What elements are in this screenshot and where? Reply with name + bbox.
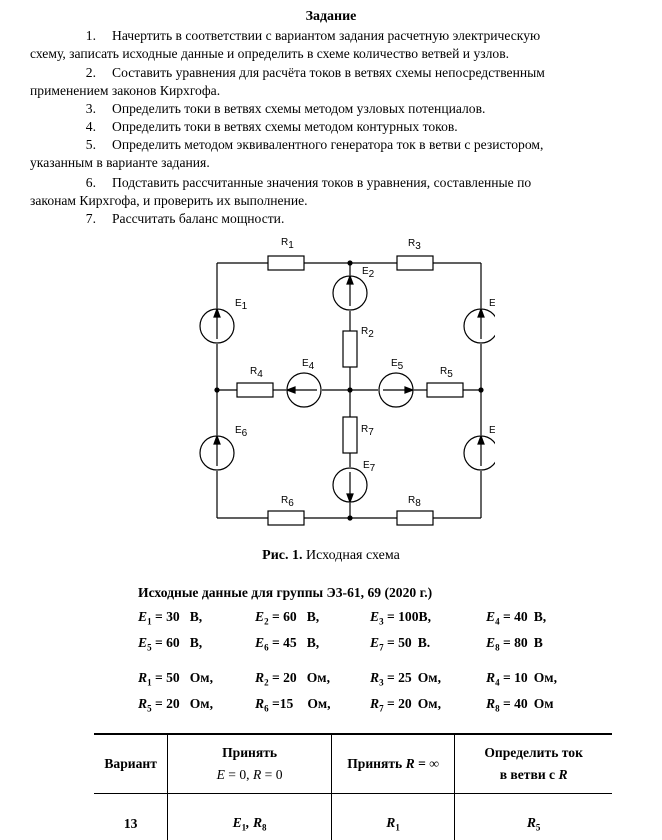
- task-text-cont: схему, записать исходные данные и опреде…: [30, 46, 510, 62]
- label-r6: R6: [281, 495, 294, 509]
- header-variant: Вариант: [94, 733, 169, 794]
- task-number: 2.: [85, 65, 96, 80]
- arrow-head-icon: [346, 493, 354, 504]
- junction-dot: [214, 387, 220, 393]
- label-r1: R1: [281, 237, 294, 251]
- label-e3: E3: [489, 298, 495, 312]
- header-determine-current: Определить ток в ветви с R: [454, 733, 612, 794]
- arrow-head-icon: [346, 274, 354, 285]
- resistor-r6: [267, 510, 305, 526]
- junction-dot: [347, 515, 353, 521]
- task-text: Определить токи в ветвях схемы методом к…: [112, 119, 458, 134]
- resistor-r4: [236, 382, 274, 398]
- task-item-7: 7. Рассчитать баланс мощности.: [30, 210, 630, 228]
- task-text-cont: указанным в варианте задания.: [30, 155, 210, 171]
- task-number: 3.: [85, 101, 96, 116]
- resistor-r7: [342, 416, 358, 454]
- resistor-r5: [426, 382, 464, 398]
- table-header-row: Вариант Принять E = 0, R = 0 Принять R =…: [94, 733, 612, 794]
- task-number: 6.: [85, 175, 96, 190]
- label-e5: E5: [391, 358, 404, 372]
- figure-caption: Рис. 1. Исходная схема: [262, 548, 400, 563]
- task-text: Начертить в соответствии с вариантом зад…: [112, 28, 541, 43]
- task-number: 5.: [85, 137, 96, 152]
- task-text-cont: законам Кирхгофа, и проверить их выполне…: [30, 193, 308, 209]
- task-number: 4.: [85, 119, 96, 134]
- junction-dot: [347, 387, 353, 393]
- task-item-4: 4. Определить токи в ветвях схемы методом…: [30, 118, 630, 136]
- arrow-head-icon: [213, 434, 221, 445]
- data-section-title: Исходные данные для группы Э3-61, 69 (20…: [138, 585, 433, 600]
- junction-dot: [347, 260, 353, 266]
- task-item-3: 3. Определить токи в ветвях схемы методом…: [30, 100, 630, 118]
- label-e2: E2: [362, 266, 375, 280]
- circuit-diagram: R1 R3 E2 E1 E3 R2 R4 E4 E5 R5 E6 E8 R7 E…: [199, 237, 495, 526]
- resistor-r8: [396, 510, 434, 526]
- task-item-1: 1. Начертить в соответствии с вариантом з…: [30, 27, 630, 63]
- cell-accept-infinity: R1: [330, 808, 456, 840]
- label-e4: E4: [302, 358, 315, 372]
- emf-e3: E3 = 100В,: [370, 609, 431, 627]
- label-r4: R4: [250, 366, 263, 380]
- label-e8: E8: [489, 425, 495, 439]
- header-accept-zero: Принять E = 0, R = 0: [167, 733, 332, 794]
- cell-variant: 13: [94, 808, 169, 840]
- task-item-6: 6. Подставить рассчитанные значения токов…: [30, 174, 630, 210]
- header-accept-infinity: Принять R = ∞: [330, 733, 456, 794]
- task-number: 1.: [85, 28, 96, 43]
- cell-determine: R5: [454, 808, 612, 840]
- variant-table: Вариант Принять E = 0, R = 0 Принять R =…: [94, 733, 612, 840]
- arrow-head-icon: [213, 307, 221, 318]
- arrow-head-icon: [477, 307, 485, 318]
- task-number: 7.: [85, 211, 96, 226]
- label-r2: R2: [361, 326, 374, 340]
- task-item-5: 5. Определить методом эквивалентного гене…: [30, 136, 630, 172]
- label-e6: E6: [235, 425, 248, 439]
- arrow-head-icon: [404, 386, 415, 394]
- arrow-head-icon: [477, 434, 485, 445]
- task-item-2: 2. Составить уравнения для расчёта токов …: [30, 64, 630, 100]
- task-text: Определить токи в ветвях схемы методом у…: [112, 101, 486, 116]
- label-e1: E1: [235, 298, 248, 312]
- task-text-cont: применением законов Кирхгофа.: [30, 83, 221, 99]
- junction-dot: [478, 387, 484, 393]
- task-text: Подставить рассчитанные значения токов в…: [112, 175, 532, 190]
- resistor-r2: [342, 330, 358, 368]
- resistor-r1: [267, 255, 305, 271]
- label-r7: R7: [361, 424, 374, 438]
- label-r8: R8: [408, 495, 421, 509]
- arrow-head-icon: [285, 386, 296, 394]
- label-r5: R5: [440, 366, 453, 380]
- task-text: Определить методом эквивалентного генера…: [112, 137, 544, 152]
- task-text: Составить уравнения для расчёта токов в …: [112, 65, 545, 80]
- page-title: Задание: [305, 9, 357, 24]
- table-row: 13 E1, R8 R1 R5: [94, 808, 612, 840]
- cell-accept-zero: E1, R8: [167, 808, 332, 840]
- resistor-r3: [396, 255, 434, 271]
- label-r3: R3: [408, 238, 421, 252]
- label-e7: E7: [363, 460, 376, 474]
- task-text: Рассчитать баланс мощности.: [112, 211, 285, 226]
